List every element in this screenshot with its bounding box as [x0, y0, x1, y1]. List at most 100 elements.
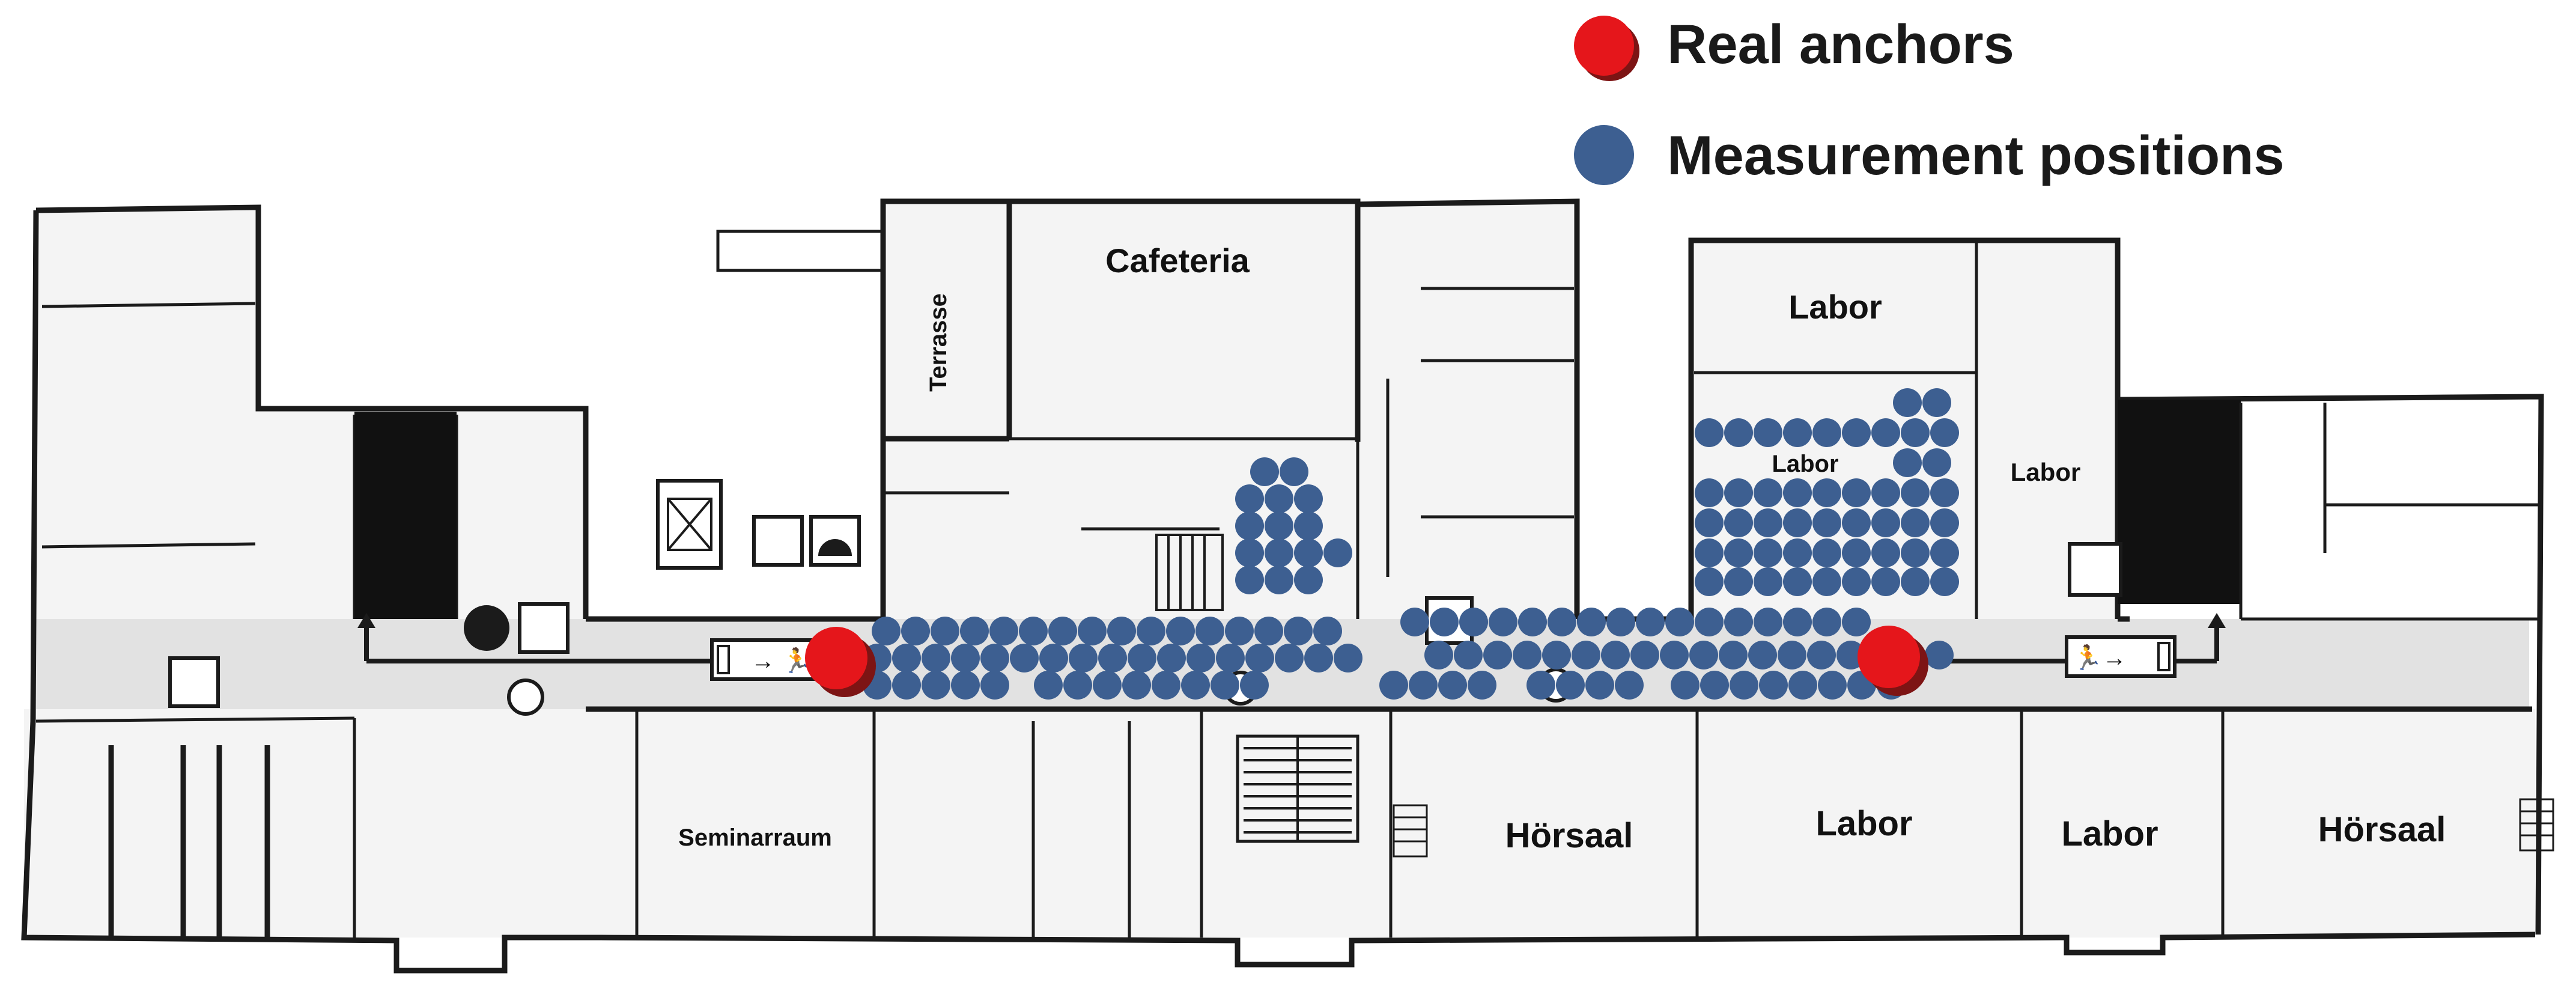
- room-label-labor-bottom-center: Labor: [1815, 804, 1912, 843]
- measurement-position-marker: [1019, 617, 1048, 645]
- measurement-position-marker: [1128, 644, 1156, 672]
- measurement-position-marker: [1409, 671, 1438, 700]
- measurement-position-marker: [1254, 617, 1283, 645]
- measurement-position-marker: [1812, 567, 1841, 596]
- measurement-position-marker: [1754, 538, 1782, 567]
- measurement-position-marker: [1871, 567, 1900, 596]
- measurement-position-marker: [1660, 641, 1689, 669]
- measurement-position-marker: [1250, 457, 1279, 486]
- measurement-position-marker: [872, 617, 901, 645]
- measurement-position-marker: [1518, 608, 1547, 636]
- legend-anchor-label: Real anchors: [1667, 14, 2014, 75]
- measurement-position-marker: [1783, 418, 1812, 447]
- measurement-position-marker: [1195, 617, 1224, 645]
- measurement-position-marker: [1754, 567, 1782, 596]
- measurement-position-marker: [1812, 608, 1841, 636]
- measurement-position-marker: [1871, 538, 1900, 567]
- measurement-position-marker: [1265, 566, 1293, 594]
- measurement-position-marker: [1759, 671, 1788, 700]
- room-label-cafeteria: Cafeteria: [1105, 242, 1250, 279]
- measurement-position-marker: [1893, 388, 1922, 417]
- measurement-position-marker: [1719, 641, 1748, 669]
- real-anchors: [805, 626, 1928, 697]
- measurement-position-marker: [1098, 644, 1127, 672]
- measurement-position-marker: [1842, 478, 1871, 507]
- measurement-position-marker: [1245, 644, 1274, 672]
- stair-core-right: [2118, 400, 2241, 604]
- measurement-position-marker: [1788, 671, 1817, 700]
- measurement-position-marker: [1152, 671, 1180, 700]
- measurement-position-marker: [1379, 671, 1408, 700]
- real-anchor-marker: [1858, 626, 1920, 688]
- measurement-position-marker: [951, 671, 980, 700]
- measurement-positions: [863, 388, 1959, 700]
- measurement-position-marker: [1615, 671, 1644, 700]
- measurement-position-marker: [1235, 566, 1264, 594]
- measurement-position-marker: [1630, 641, 1659, 669]
- measurement-position-marker: [1280, 457, 1308, 486]
- measurement-position-marker: [1783, 538, 1812, 567]
- measurement-position-marker: [1069, 644, 1098, 672]
- measurement-position-marker: [1818, 671, 1847, 700]
- measurement-position-marker: [1107, 617, 1136, 645]
- measurement-position-marker: [1240, 671, 1269, 700]
- measurement-position-marker: [1039, 644, 1068, 672]
- room-label-hoersaal-center: Hörsaal: [1505, 816, 1633, 855]
- room-label-seminarraum: Seminarraum: [678, 825, 832, 851]
- measurement-position-marker: [1225, 617, 1254, 645]
- room-labels: Cafeteria Terrasse Labor Labor Labor Sem…: [678, 242, 2446, 855]
- measurement-position-marker: [1871, 478, 1900, 507]
- measurement-position-marker: [1468, 671, 1496, 700]
- exit-sign-icon: 🏃→: [2065, 635, 2177, 678]
- measurement-position-marker: [1294, 511, 1323, 540]
- measurement-position-marker: [1871, 508, 1900, 537]
- legend-measurement-marker: [1574, 125, 1634, 185]
- measurement-position-marker: [1556, 671, 1585, 700]
- measurement-position-marker: [1601, 641, 1630, 669]
- legend: Real anchors Measurement positions: [1574, 14, 2285, 186]
- measurement-position-marker: [1671, 671, 1700, 700]
- measurement-position-marker: [1048, 617, 1077, 645]
- measurement-position-marker: [1783, 608, 1812, 636]
- measurement-position-marker: [1078, 617, 1107, 645]
- measurement-position-marker: [1783, 478, 1812, 507]
- measurement-position-marker: [1754, 478, 1782, 507]
- measurement-position-marker: [1430, 608, 1459, 636]
- measurement-position-marker: [1724, 478, 1753, 507]
- measurement-position-marker: [901, 617, 930, 645]
- measurement-position-marker: [1323, 538, 1352, 567]
- measurement-position-marker: [1893, 448, 1922, 477]
- measurement-position-marker: [1901, 538, 1930, 567]
- room-label-labor-right: Labor: [2011, 458, 2081, 486]
- measurement-position-marker: [1842, 608, 1871, 636]
- measurement-position-marker: [1275, 644, 1304, 672]
- measurement-position-marker: [951, 644, 980, 672]
- measurement-position-marker: [892, 671, 921, 700]
- measurement-position-marker: [1304, 644, 1333, 672]
- measurement-position-marker: [1577, 608, 1606, 636]
- measurement-position-marker: [1265, 484, 1293, 513]
- elevator-icon: [656, 479, 723, 570]
- measurement-position-marker: [1513, 641, 1542, 669]
- measurement-position-marker: [1930, 567, 1959, 596]
- measurement-position-marker: [1489, 608, 1517, 636]
- room-label-labor-mid: Labor: [1772, 451, 1838, 477]
- safety-icons: → 🏃 🏃→: [168, 515, 2177, 716]
- measurement-position-marker: [1186, 644, 1215, 672]
- measurement-position-marker: [1459, 608, 1488, 636]
- measurement-position-marker: [1216, 644, 1245, 672]
- measurement-position-marker: [1334, 644, 1362, 672]
- measurement-position-marker: [1122, 671, 1151, 700]
- measurement-position-marker: [1754, 508, 1782, 537]
- measurement-position-marker: [1783, 567, 1812, 596]
- measurement-position-marker: [1812, 418, 1841, 447]
- measurement-position-marker: [1730, 671, 1758, 700]
- measurement-position-marker: [1724, 418, 1753, 447]
- interior-staircase: [1155, 534, 1224, 611]
- measurement-position-marker: [1901, 508, 1930, 537]
- measurement-position-marker: [1034, 671, 1063, 700]
- measurement-position-marker: [1695, 508, 1724, 537]
- measurement-position-marker: [1842, 508, 1871, 537]
- measurement-position-marker: [1606, 608, 1635, 636]
- measurement-position-marker: [1542, 641, 1571, 669]
